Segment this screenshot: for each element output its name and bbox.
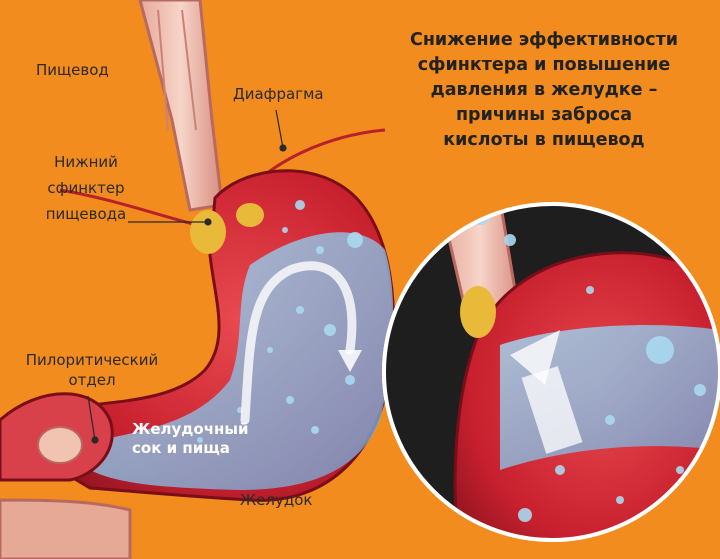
label-sphincter-line: Нижний — [40, 152, 132, 172]
esophagus — [140, 0, 222, 210]
label-pyloric-line: Пилоритический — [22, 350, 162, 370]
label-stomach: Желудок — [240, 490, 312, 510]
label-sphincter-line: пищевода — [40, 204, 132, 224]
label-contents-line: сок и пища — [132, 439, 248, 458]
label-esophagus: Пищевод — [36, 60, 109, 80]
headline-line: причины заброса — [388, 103, 700, 128]
label-contents: Желудочный сок и пища — [132, 420, 248, 458]
label-sphincter: Нижний сфинктер пищевода — [40, 152, 132, 224]
magnified-inset — [380, 200, 720, 559]
label-sphincter-line: сфинктер — [40, 178, 132, 198]
label-diaphragm: Диафрагма — [233, 84, 324, 104]
headline-line: давления в желудке – — [388, 78, 700, 103]
headline-line: кислоты в пищевод — [388, 128, 700, 153]
headline: Снижение эффективности сфинктера и повыш… — [388, 28, 700, 153]
label-contents-line: Желудочный — [132, 420, 248, 439]
label-pyloric: Пилоритический отдел — [22, 350, 162, 390]
headline-line: Снижение эффективности — [388, 28, 700, 53]
headline-line: сфинктера и повышение — [388, 53, 700, 78]
label-pyloric-line: отдел — [22, 370, 162, 390]
